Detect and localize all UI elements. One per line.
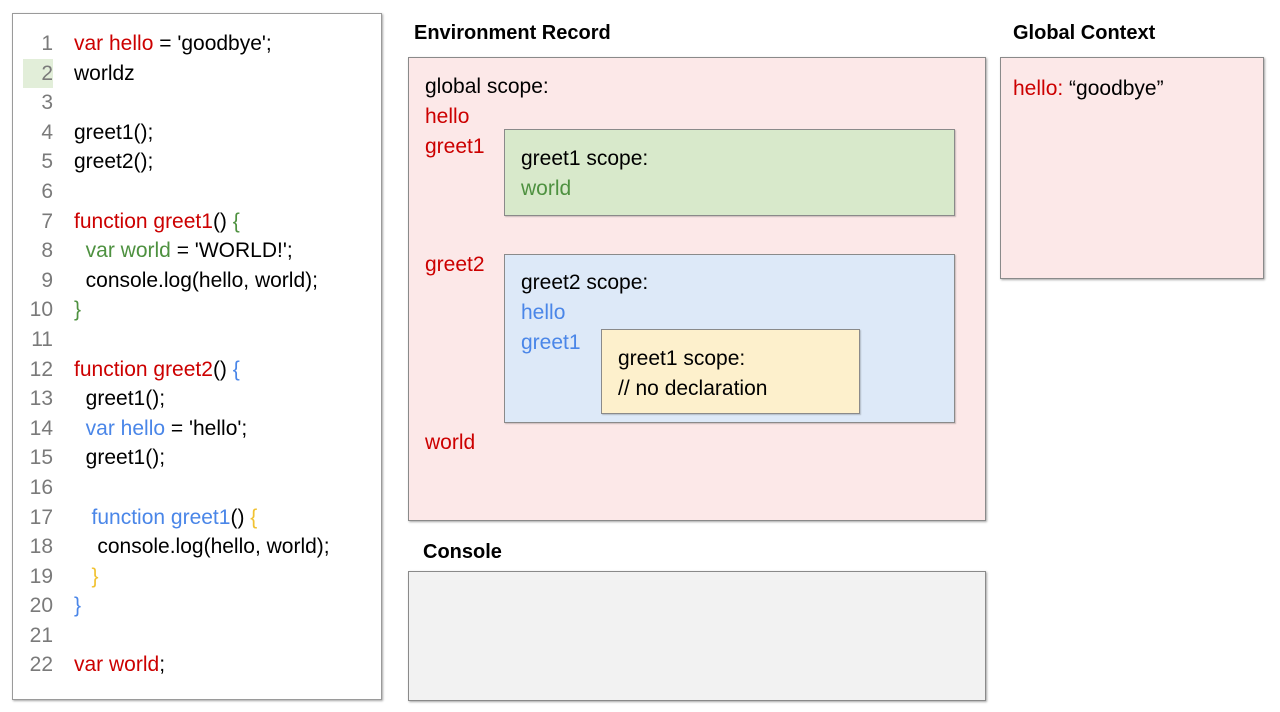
line-number: 7: [41, 209, 53, 233]
code-line: 10}: [13, 295, 381, 325]
code-line-text: var world;: [74, 653, 166, 677]
code-line: 12 function greet2() {: [13, 355, 381, 385]
line-number: 11: [31, 327, 53, 351]
code-line-text: console.log(hello, world);: [74, 535, 330, 559]
line-number: 15: [29, 446, 53, 470]
line-number: 12: [29, 357, 53, 381]
code-line-text: greet2();: [74, 150, 154, 174]
line-number: 17: [29, 505, 53, 529]
line-number: 21: [29, 623, 53, 647]
code-line: 6: [13, 177, 381, 207]
code-line-text: [53, 91, 74, 114]
line-number: 5: [41, 150, 53, 174]
code-lines: 1 var hello = 'goodbye'; 2 worldz 3 4 greet1()…: [13, 29, 381, 680]
code-line: 21: [13, 621, 381, 651]
line-number: 1: [41, 32, 53, 55]
code-line: 8 var world = 'WORLD!';: [13, 236, 381, 266]
line-number: 8: [41, 239, 53, 263]
line-number: 6: [41, 179, 53, 203]
console-output-panel: [408, 571, 986, 701]
code-line-text: function greet2() {: [74, 357, 240, 381]
code-line-text: var world = 'WORLD!';: [85, 239, 293, 263]
global-var-greet2: greet2: [425, 253, 485, 276]
global-context-entry: hello: “goodbye”: [1013, 74, 1263, 104]
code-line-text: var hello = 'goodbye';: [74, 32, 272, 55]
greet2-scope-label: greet2 scope:: [521, 271, 649, 294]
code-line-text: [53, 328, 74, 351]
code-line-text: var hello = 'hello';: [85, 416, 248, 440]
line-number: 14: [29, 416, 53, 440]
code-line: 16: [13, 473, 381, 503]
line-number: 22: [29, 653, 53, 677]
code-line-text: [53, 624, 74, 647]
code-line: 5 greet2();: [13, 147, 381, 177]
code-line: 13 greet1();: [13, 384, 381, 414]
line-number: 20: [29, 594, 53, 618]
code-line: 1 var hello = 'goodbye';: [13, 29, 381, 59]
line-number: 4: [41, 120, 53, 144]
code-line: 7 function greet1() {: [13, 207, 381, 237]
line-number: 3: [41, 91, 53, 115]
code-line-text: function greet1() {: [91, 505, 258, 529]
code-line-text: greet1();: [74, 446, 166, 470]
global-var-greet1: greet1: [425, 135, 485, 158]
code-line-text: [53, 180, 74, 203]
greet1-scope-label: greet1 scope:: [521, 147, 649, 170]
code-line: 18 console.log(hello, world);: [13, 532, 381, 562]
line-number-highlighted: 2: [23, 58, 53, 89]
greet1-scope-box: greet1 scope: world: [504, 129, 955, 216]
code-line: 20}: [13, 591, 381, 621]
greet2-var-greet1: greet1: [521, 331, 581, 354]
code-line: 9 console.log(hello, world);: [13, 266, 381, 296]
code-line: 14 var hello = 'hello';: [13, 414, 381, 444]
code-line-text: function greet1() {: [74, 209, 240, 233]
environment-record-panel: global scope: hello greet1 greet2 world …: [408, 57, 986, 521]
global-context-title: Global Context: [1013, 22, 1156, 44]
code-line-text: console.log(hello, world);: [74, 268, 318, 292]
code-line: 11: [13, 325, 381, 355]
global-context-var-value: “goodbye”: [1063, 77, 1164, 100]
line-number: 19: [29, 564, 53, 588]
code-line: 3: [13, 88, 381, 118]
code-editor-panel: 1 var hello = 'goodbye'; 2 worldz 3 4 greet1()…: [12, 13, 382, 700]
code-line: 19 }: [13, 562, 381, 592]
code-line: 15 greet1();: [13, 443, 381, 473]
line-number: 10: [29, 298, 53, 322]
greet1-var-world: world: [521, 177, 572, 200]
code-line-text: greet1();: [74, 120, 154, 144]
nested-greet1-comment: // no declaration: [618, 377, 768, 400]
environment-record-title: Environment Record: [414, 22, 611, 44]
greet2-scope-box: greet2 scope: hello greet1 greet1 scope:…: [504, 254, 955, 423]
global-context-panel: hello: “goodbye”: [1000, 57, 1264, 279]
code-line: 17 function greet1() {: [13, 503, 381, 533]
code-line-text: worldz: [74, 61, 135, 85]
nested-greet1-scope-box: greet1 scope: // no declaration: [601, 329, 860, 414]
console-title: Console: [423, 541, 502, 563]
code-line-text: [53, 476, 74, 499]
code-line-text: greet1();: [74, 387, 166, 411]
code-line-text: }: [91, 564, 99, 588]
global-var-hello: hello: [425, 105, 470, 128]
code-line: 22 var world;: [13, 650, 381, 680]
code-line: 4 greet1();: [13, 118, 381, 148]
global-context-var-name: hello:: [1013, 77, 1064, 100]
global-scope-label: global scope:: [425, 75, 549, 98]
code-line-text: }: [74, 298, 82, 322]
line-number: 9: [41, 268, 53, 292]
code-line-text: }: [74, 594, 82, 618]
line-number: 16: [29, 475, 53, 499]
line-number: 13: [29, 387, 53, 411]
nested-greet1-scope-label: greet1 scope:: [618, 347, 746, 370]
global-var-world: world: [425, 431, 476, 454]
line-number: 18: [29, 535, 53, 559]
code-line: 2 worldz: [13, 58, 381, 89]
greet2-var-hello: hello: [521, 301, 566, 324]
